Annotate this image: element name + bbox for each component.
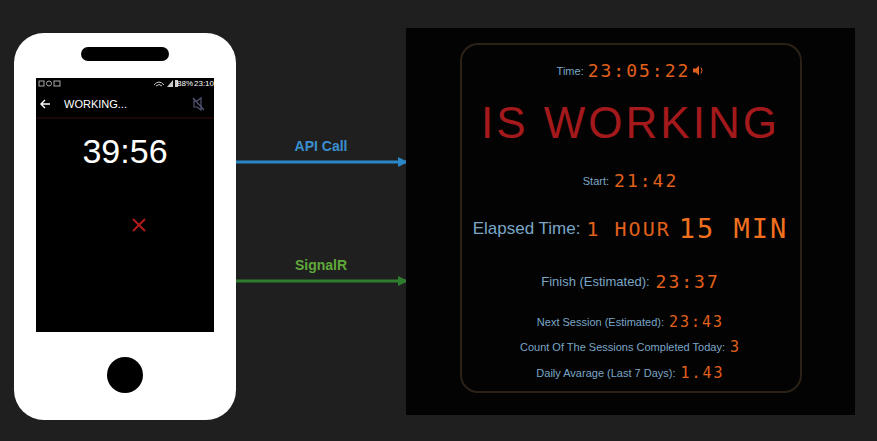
status-clock: 23:10 — [194, 79, 214, 88]
elapsed-hours: 1 HOUR — [586, 216, 670, 240]
info-row: Daily Avarage (Last 7 Days): 1.43 — [406, 364, 855, 382]
signal-icon — [167, 80, 173, 87]
dashboard-panel: Time: 23:05:22 IS WORKING Start: 21:42Elapse… — [406, 28, 855, 415]
back-arrow — [41, 100, 50, 108]
battery-level: 88% — [177, 79, 193, 88]
speaker-wave — [701, 67, 702, 73]
status-icon — [39, 81, 44, 86]
status-icon — [47, 81, 52, 86]
info-row: Count Of The Sessions Completed Today: 3 — [406, 338, 855, 356]
connector-arrow — [236, 161, 406, 164]
elapsed-label: Elapsed Time: — [473, 218, 581, 238]
count-label: Count Of The Sessions Completed Today: — [520, 341, 725, 353]
info-row: Elapsed Time:1 HOUR 15 MIN — [406, 213, 855, 244]
time-label: Time: — [557, 64, 584, 76]
phone-screen — [36, 78, 214, 332]
next-session-label: Next Session (Estimated): — [537, 316, 664, 328]
info-row: Time: 23:05:22 — [406, 60, 855, 81]
average-label: Daily Avarage (Last 7 Days): — [536, 367, 675, 379]
screen-icons — [36, 78, 214, 332]
protocol-label: SignalR — [295, 257, 347, 273]
elapsed-minutes: 15 MIN — [679, 213, 789, 244]
next-session-value: 23:43 — [669, 313, 724, 331]
screen-title: WORKING... — [64, 98, 127, 110]
speaker-body — [693, 65, 699, 75]
info-row: IS WORKING — [406, 98, 855, 148]
start-value: 21:42 — [614, 170, 678, 191]
status-icon — [54, 81, 60, 86]
finish-label: Finish (Estimated): — [541, 274, 649, 289]
mute-icon — [193, 98, 204, 110]
info-row: Start: 21:42 — [406, 170, 855, 191]
count-value: 3 — [730, 338, 741, 356]
phone-device: WORKING... 39:56 — [14, 33, 236, 420]
home-button — [107, 357, 143, 393]
average-value: 1.43 — [681, 364, 725, 382]
info-row: Finish (Estimated): 23:37 — [406, 271, 855, 292]
start-label: Start: — [583, 174, 609, 186]
countdown-timer: 39:56 — [36, 132, 214, 171]
speaker-icon — [692, 64, 704, 76]
clock-value: 23:05:22 — [588, 60, 691, 81]
connector-arrow — [236, 280, 406, 283]
protocol-label: API Call — [295, 138, 348, 154]
cancel-icon — [133, 219, 145, 231]
info-row: Next Session (Estimated): 23:43 — [406, 313, 855, 331]
status-heading: IS WORKING — [481, 98, 780, 148]
header-divider — [36, 118, 214, 119]
finish-value: 23:37 — [656, 271, 720, 292]
speaker-slot — [81, 47, 169, 61]
wifi-icon — [154, 82, 164, 86]
